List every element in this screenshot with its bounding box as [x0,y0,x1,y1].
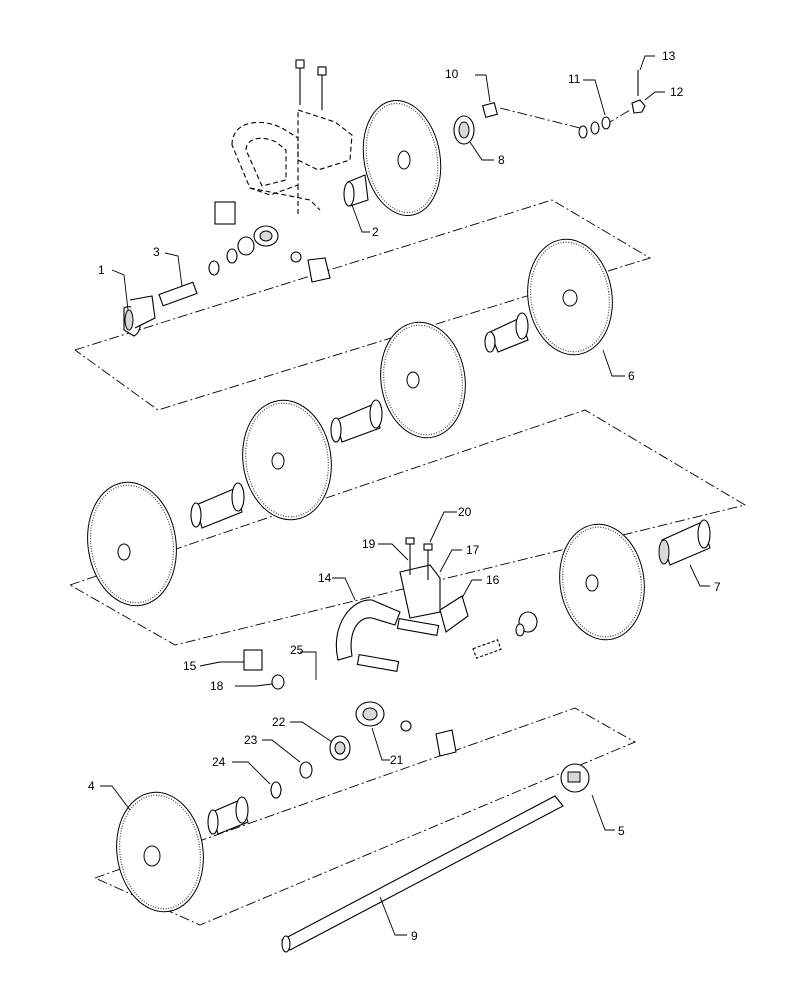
callout-13: 13 [662,49,676,63]
callout-10: 10 [445,67,459,81]
axle-part-9 [281,795,564,953]
callout-12: 12 [670,85,684,99]
callout-11: 11 [568,72,581,86]
spool-6a [484,312,529,353]
ring-part-23 [299,761,313,779]
callout-8: 8 [498,153,505,167]
nut-part-12 [631,99,646,114]
disc-part-6 [527,238,613,356]
bearing-part-15 [243,649,263,671]
callout-16: 16 [486,573,500,587]
callout-5: 5 [618,824,625,838]
callout-21: 21 [390,753,404,767]
snap-ring-part-24 [270,781,282,799]
callout-24: 24 [212,755,226,769]
spacer-part-2 [343,174,369,207]
spacer-tube-part-3 [158,281,198,307]
washer-part-18 [271,674,285,690]
callout-18: 18 [210,679,224,693]
callout-23: 23 [244,733,258,747]
callout-6: 6 [628,369,635,383]
callout-25: 25 [290,643,304,657]
bolts-19-20 [405,537,433,580]
disc-gang-upper [87,238,613,607]
spool-part-7 [658,519,711,566]
collar-part-22 [329,735,351,761]
plate-part-10 [481,101,499,119]
end-plate-part-5 [560,763,590,793]
callout-4: 4 [88,779,95,793]
callout-9: 9 [411,929,418,943]
disc-6c [242,399,332,521]
small-parts [400,720,457,757]
disc-gang-lower-right [335,519,711,673]
callout-2: 2 [372,225,379,239]
spool-6b [330,399,383,443]
disc-7 [559,523,645,641]
callout-19: 19 [362,537,376,551]
callout-17: 17 [466,543,480,557]
washers-part-11 [578,116,611,139]
bolt-pair [295,59,327,110]
callout-14: 14 [318,571,332,585]
callout-7: 7 [714,580,721,594]
bearing-housing [208,201,331,283]
callout-3: 3 [153,245,160,259]
spool-6c [190,482,245,529]
callout-labels: 1 3 2 4 5 6 7 8 9 10 11 12 13 14 15 16 1… [88,49,721,943]
callout-1: 1 [98,263,105,277]
lower-bearing-assembly [116,649,590,953]
spool-lower [207,796,249,835]
mount-bracket-17 [399,564,441,619]
callout-20: 20 [458,505,472,519]
u-bracket-part-14 [335,599,440,673]
callout-22: 22 [272,715,286,729]
disc-6b [380,321,466,439]
bearing-part-8 [453,115,475,145]
spool-part-1 [123,295,156,337]
top-disc [362,100,442,216]
disc-6d [87,481,177,607]
top-assembly [123,59,646,337]
frame-bracket [231,109,353,215]
plate-part-16 [439,595,469,633]
disc-part-4 [116,791,204,913]
bearing-part-21 [355,701,385,727]
callout-15: 15 [183,659,197,673]
hub-bolt-spacer [472,611,538,659]
leader-lines [100,55,710,936]
